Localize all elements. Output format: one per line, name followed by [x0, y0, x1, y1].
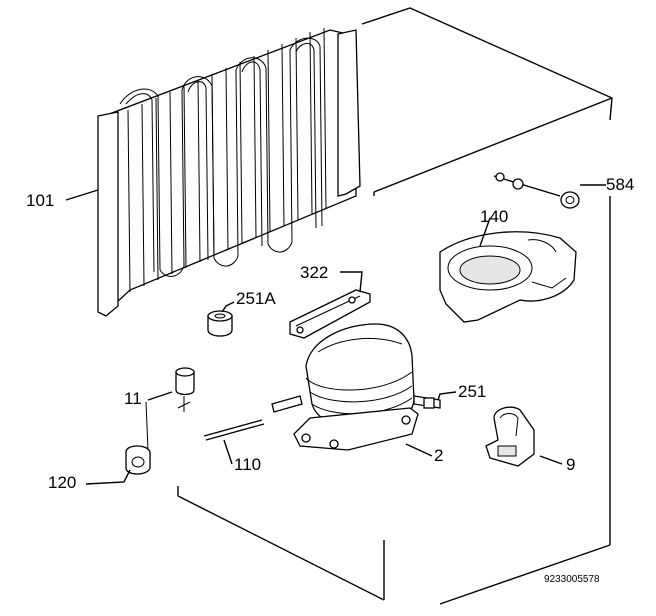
cabinet-outline — [177, 7, 613, 605]
label-wire: 120 — [48, 473, 76, 492]
label-capillary: 110 — [234, 455, 261, 474]
drain-tube — [493, 172, 580, 209]
document-number: 9233005578 — [544, 574, 600, 585]
capillary-tube — [203, 419, 265, 441]
label-thermostat-bulb: 11 — [124, 389, 142, 408]
label-condenser: 101 — [26, 191, 54, 210]
grommet-a — [207, 310, 233, 337]
label-drip-tray: 140 — [480, 207, 508, 226]
drip-tray — [439, 231, 577, 323]
label-bracket: 322 — [300, 263, 328, 282]
label-compressor: 2 — [434, 446, 443, 465]
leader-lines — [65, 184, 606, 485]
label-relay-clip: 9 — [566, 455, 575, 474]
label-grommet-a: 251A — [236, 289, 276, 308]
thermostat-and-wire — [125, 367, 195, 475]
condenser — [97, 27, 361, 317]
relay-clip — [485, 406, 535, 467]
compressor — [271, 323, 441, 451]
label-drain-tube: 584 — [606, 175, 634, 194]
label-compressor-grommet: 251 — [458, 382, 486, 401]
bracket — [289, 289, 371, 339]
